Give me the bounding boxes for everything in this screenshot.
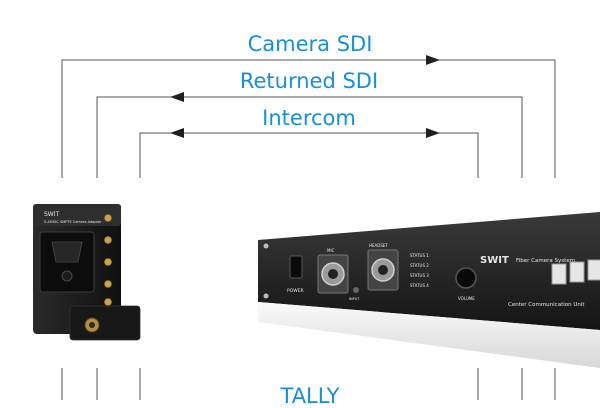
returned-sdi-label: Returned SDI bbox=[239, 69, 379, 93]
svg-text:STATUS 1: STATUS 1 bbox=[410, 253, 429, 258]
volume-knob bbox=[455, 267, 477, 289]
returned-sdi-arrow-left bbox=[170, 92, 184, 102]
svg-text:STATUS 2: STATUS 2 bbox=[410, 263, 429, 268]
svg-text:STATUS 4: STATUS 4 bbox=[410, 283, 429, 288]
tally-label: TALLY bbox=[280, 384, 340, 408]
svg-text:HEADSET: HEADSET bbox=[369, 243, 388, 248]
power-label: POWER bbox=[287, 288, 304, 294]
power-switch bbox=[289, 255, 303, 279]
svg-text:VOLUME: VOLUME bbox=[458, 296, 475, 301]
rack-title: Fiber Camera System bbox=[516, 258, 575, 264]
intercom-arrow-right bbox=[426, 128, 440, 138]
svg-text:MIC: MIC bbox=[327, 248, 335, 253]
rack-unit-device: POWER MIC HEADSET INPUT STATUS 1 STATUS … bbox=[258, 212, 600, 368]
intercom-line bbox=[139, 132, 479, 178]
camera-sdi-label: Camera SDI bbox=[247, 32, 373, 56]
camera-adapter-brand: SWIT bbox=[44, 211, 60, 218]
mic-xlr-connector: MIC bbox=[317, 248, 349, 294]
signal-lines bbox=[61, 55, 556, 400]
camera-adapter-device: SWIT S-4930C SMPTE Camera Adapter bbox=[33, 204, 141, 341]
headset-xlr-connector: HEADSET bbox=[367, 243, 399, 291]
rack-subtitle: Center Communication Unit bbox=[508, 302, 585, 308]
svg-text:INPUT: INPUT bbox=[349, 297, 360, 301]
intercom-arrow-left bbox=[170, 128, 184, 138]
rack-brand: SWIT bbox=[480, 255, 509, 266]
intercom-label: Intercom bbox=[262, 106, 356, 130]
bnc-connectors bbox=[104, 214, 112, 306]
camera-sdi-arrow-right bbox=[426, 55, 440, 65]
svg-text:STATUS 3: STATUS 3 bbox=[410, 273, 429, 278]
returned-sdi-line bbox=[96, 96, 523, 178]
status-labels: STATUS 1 STATUS 2 STATUS 3 STATUS 4 bbox=[410, 253, 429, 288]
camera-adapter-model: S-4930C SMPTE Camera Adapter bbox=[44, 220, 102, 224]
camera-sdi-line bbox=[61, 59, 556, 178]
